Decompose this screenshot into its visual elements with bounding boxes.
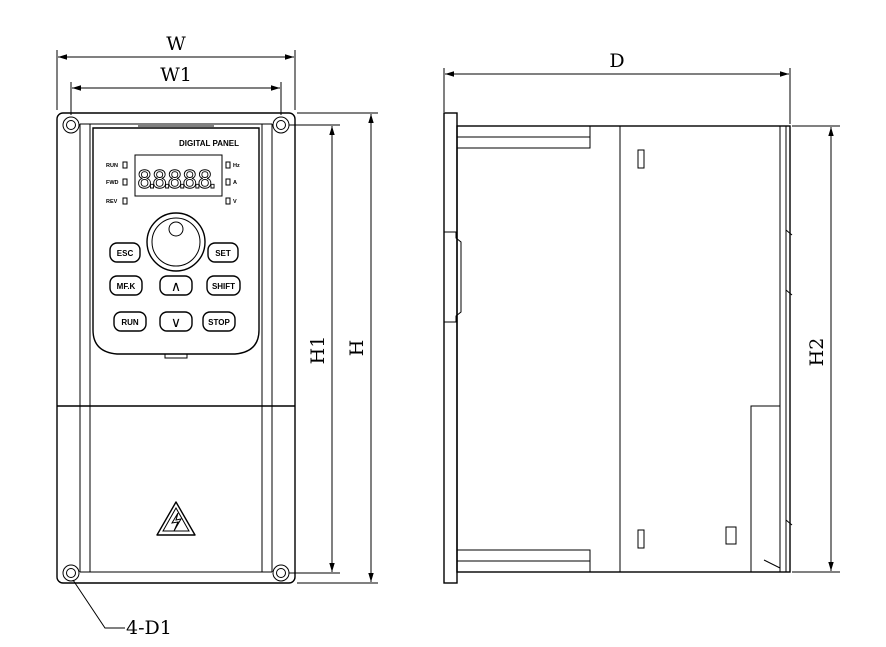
- mounting-hole-top-right: [272, 116, 290, 134]
- indicator-rev-led: [122, 197, 128, 205]
- indicator-v-label: V: [233, 199, 237, 205]
- side-view: [443, 112, 793, 584]
- esc-button-label: ESC: [117, 249, 134, 258]
- depth-dimension: D: [443, 50, 791, 124]
- down-arrow-icon: ∨: [171, 314, 181, 330]
- height-label: H: [346, 340, 368, 357]
- width-label: W: [166, 33, 186, 55]
- side-body-outline: [456, 125, 791, 573]
- shift-button[interactable]: SHIFT: [206, 275, 241, 296]
- led-display-window: [134, 154, 223, 197]
- mounting-hole-top-left: [62, 116, 80, 134]
- side-din-clip: [444, 231, 462, 323]
- indicator-v-led: [225, 197, 231, 205]
- stop-button-label: STOP: [208, 318, 230, 327]
- indicator-a-led: [225, 178, 231, 186]
- potentiometer-knob-bezel: [146, 212, 206, 272]
- stop-button[interactable]: STOP: [202, 311, 236, 332]
- set-button[interactable]: SET: [207, 242, 239, 263]
- mounting-hole-bottom-left: [62, 564, 80, 582]
- width-inner-label: W1: [160, 64, 192, 86]
- side-height-dimension: H2: [792, 125, 840, 573]
- front-housing-outline: [56, 112, 296, 584]
- keypad-panel-outline: [92, 127, 260, 355]
- side-slot-right: [725, 526, 737, 545]
- up-button[interactable]: ∧: [159, 275, 193, 296]
- up-arrow-icon: ∧: [171, 278, 181, 294]
- indicator-fwd-led: [122, 178, 128, 186]
- holes-label: 4-D1: [126, 617, 172, 639]
- indicator-hz-label: Hz: [233, 163, 240, 169]
- panel-latch: [164, 353, 188, 359]
- indicator-rev-label: REV: [106, 199, 118, 205]
- shift-button-label: SHIFT: [212, 282, 235, 291]
- indicator-hz-led: [225, 161, 231, 169]
- panel-title: DIGITAL PANEL: [179, 139, 239, 148]
- potentiometer-knob[interactable]: [151, 217, 201, 267]
- mfk-button[interactable]: MF.K: [109, 275, 143, 296]
- hole-leader-line: [72, 579, 125, 629]
- mounting-hole-bottom-right: [272, 564, 290, 582]
- front-view: 8.8.8.8.8. DIGITAL PANEL RUN FWD REV Hz …: [56, 112, 296, 639]
- indicator-run-label: RUN: [106, 163, 118, 169]
- knob-indicator-icon: [168, 221, 184, 237]
- side-mounting-plate: [443, 112, 458, 584]
- indicator-run-led: [122, 161, 128, 169]
- height-inner-label: H1: [307, 336, 329, 365]
- set-button-label: SET: [215, 249, 231, 258]
- height-dimensions: H1 H: [289, 112, 378, 584]
- run-button[interactable]: RUN: [113, 311, 147, 332]
- side-slot-bottom: [637, 529, 645, 549]
- led-display: 8.8.8.8.8.: [137, 165, 220, 194]
- run-button-label: RUN: [121, 318, 139, 327]
- width-dimensions: W W1: [56, 33, 296, 115]
- down-button[interactable]: ∨: [159, 311, 193, 332]
- indicator-fwd-label: FWD: [106, 180, 119, 186]
- side-height-label: H2: [806, 338, 828, 367]
- esc-button[interactable]: ESC: [109, 242, 141, 263]
- side-slot-top: [637, 149, 645, 169]
- high-voltage-warning-icon: [156, 501, 196, 536]
- depth-label: D: [609, 50, 624, 72]
- indicator-a-label: A: [233, 180, 237, 186]
- mfk-button-label: MF.K: [117, 282, 136, 291]
